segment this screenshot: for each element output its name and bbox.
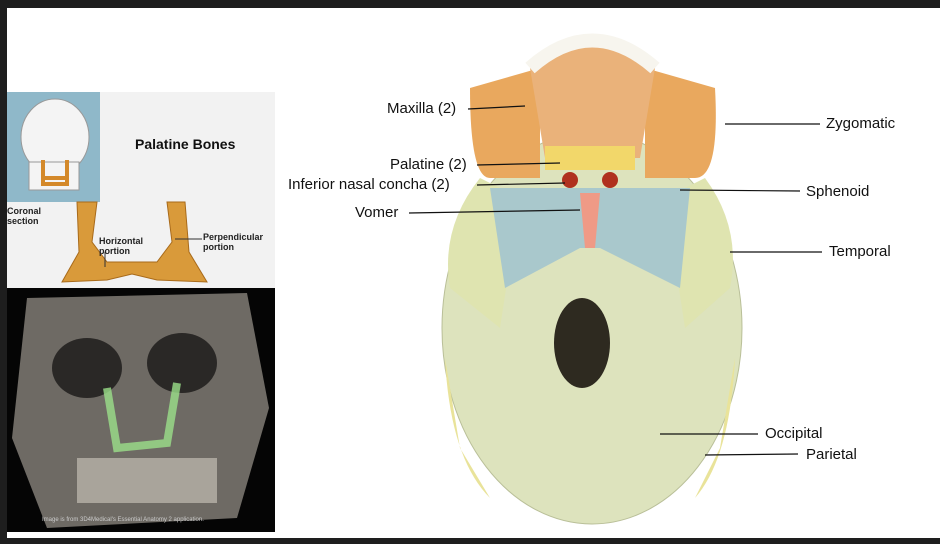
label-inferior-nasal-concha: Inferior nasal concha (2) [288, 176, 450, 193]
label-vomer: Vomer [355, 204, 399, 221]
image-caption: Image is from 3D4Medical's Essential Ana… [42, 517, 204, 523]
label-maxilla: Maxilla (2) [387, 100, 457, 117]
zygomatic-bone-right [645, 68, 716, 178]
label-sphenoid: Sphenoid [806, 183, 870, 200]
inferior-nasal-concha-right [602, 172, 618, 188]
label-zygomatic: Zygomatic [826, 115, 896, 132]
coronal-skull-drawing [20, 98, 90, 191]
inferior-skull-diagram [441, 33, 743, 525]
palatine-bones-figure: Palatine Bones Coronal section Horizonta… [7, 92, 275, 288]
zygomatic-bone-left [470, 68, 540, 178]
foramen-magnum [554, 298, 610, 388]
label-occipital: Occipital [765, 425, 823, 442]
perpendicular-portion-label: Perpendicular portion [203, 232, 264, 252]
label-parietal: Parietal [806, 446, 857, 463]
horizontal-portion-label: Horizontal portion [99, 236, 143, 256]
maxilla-bone [530, 38, 655, 158]
coronal-label: Coronal section [7, 206, 42, 226]
3d-skull-drawing [12, 293, 269, 528]
palatine-bone-drawing [61, 201, 208, 283]
coronal-section-image [7, 92, 100, 202]
vomer-bone [580, 193, 600, 248]
palatine-bone [545, 146, 635, 170]
inferior-nasal-concha-left [562, 172, 578, 188]
figure-title: Palatine Bones [135, 136, 236, 152]
label-temporal: Temporal [829, 243, 891, 260]
teeth [525, 33, 660, 74]
label-palatine: Palatine (2) [390, 156, 467, 173]
3d-skull-render: Image is from 3D4Medical's Essential Ana… [7, 288, 275, 532]
